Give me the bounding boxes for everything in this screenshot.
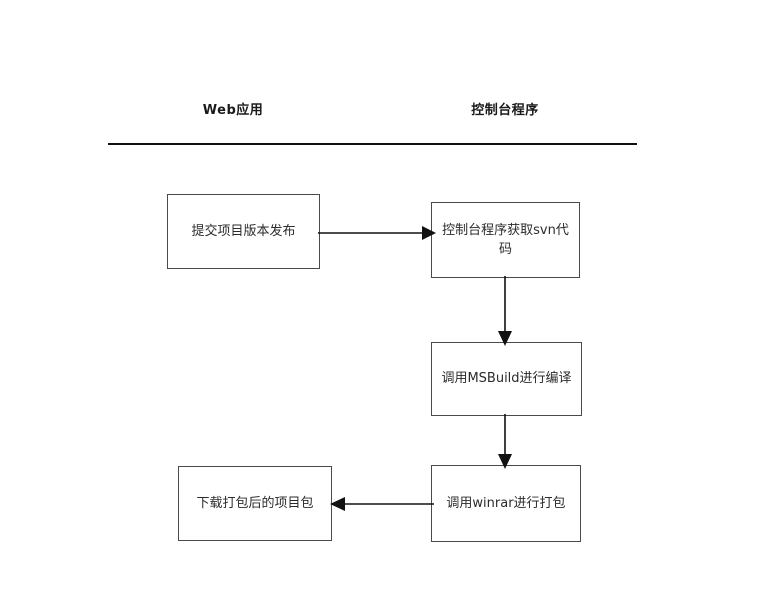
edge-submit-to-fetch <box>318 226 436 240</box>
node-fetch-svn-code-label: 控制台程序获取svn代码 <box>442 222 569 258</box>
node-download-package-label: 下载打包后的项目包 <box>196 495 314 511</box>
edge-build-to-pack <box>498 414 512 469</box>
node-download-package[interactable]: 下载打包后的项目包 <box>178 466 332 541</box>
node-msbuild-compile-label: 调用MSBuild进行编译 <box>441 371 572 387</box>
lane-header-web: Web应用 <box>202 103 264 118</box>
node-fetch-svn-code[interactable]: 控制台程序获取svn代码 <box>431 202 580 278</box>
node-winrar-package[interactable]: 调用winrar进行打包 <box>431 465 581 542</box>
lane-header-console: 控制台程序 <box>471 103 539 118</box>
node-msbuild-compile[interactable]: 调用MSBuild进行编译 <box>431 342 582 416</box>
node-submit-release-label: 提交项目版本发布 <box>191 223 296 239</box>
edge-pack-to-download <box>330 497 434 511</box>
node-winrar-package-label: 调用winrar进行打包 <box>446 495 566 511</box>
lane-divider <box>108 143 637 145</box>
node-submit-release[interactable]: 提交项目版本发布 <box>167 194 320 269</box>
edge-fetch-to-build <box>498 276 512 346</box>
